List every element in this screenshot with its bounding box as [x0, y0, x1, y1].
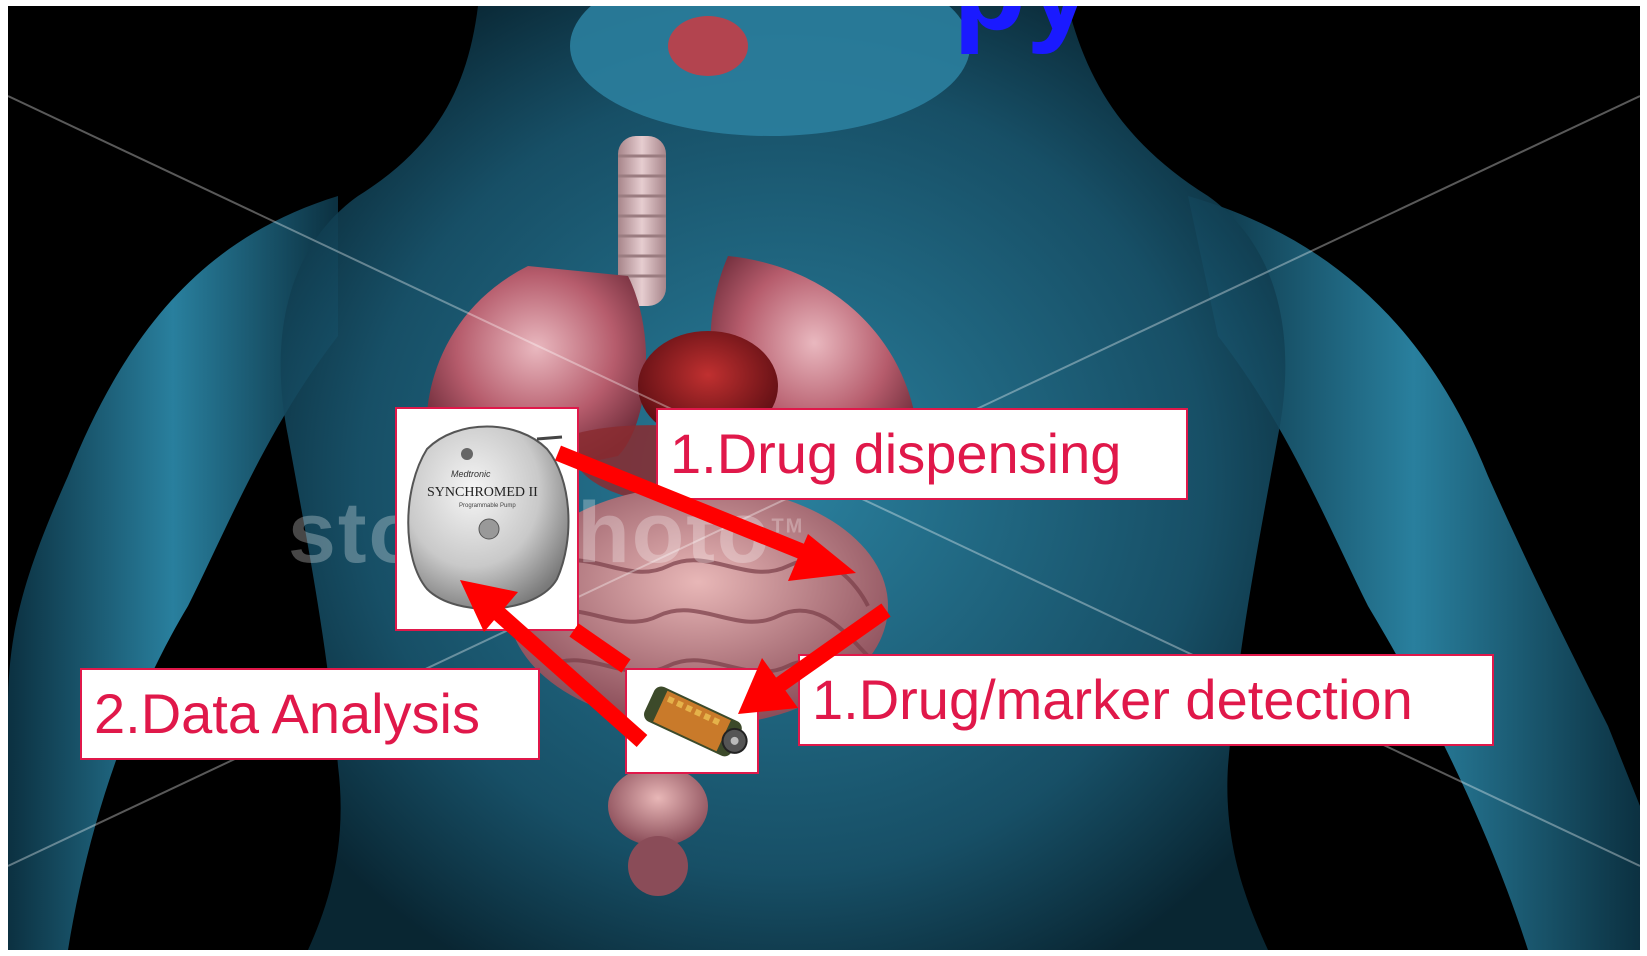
drug-pump-image: Medtronic SYNCHROMED II Programmable Pum… — [395, 407, 579, 631]
pump-model: SYNCHROMED II — [427, 485, 538, 501]
pump-device-icon — [397, 409, 577, 629]
watermark-trademark: TM — [771, 515, 804, 537]
body-illustration: py stockphotoTM Medtronic SYNCH — [8, 6, 1640, 950]
pump-subtitle: Programmable Pump — [459, 503, 516, 509]
pump-brand: Medtronic — [451, 469, 491, 479]
capsule-sensor-icon — [627, 670, 757, 772]
sensor-capsule-image — [625, 668, 759, 774]
slide-title-fragment: py — [953, 6, 1093, 48]
pump-model-name: SYNCHROMED — [427, 485, 525, 500]
drug-dispensing-label: 1.Drug dispensing — [656, 408, 1188, 500]
data-analysis-label: 2.Data Analysis — [80, 668, 540, 760]
pump-model-suffix: II — [529, 485, 538, 500]
drug-marker-detection-label: 1.Drug/marker detection — [798, 654, 1494, 746]
